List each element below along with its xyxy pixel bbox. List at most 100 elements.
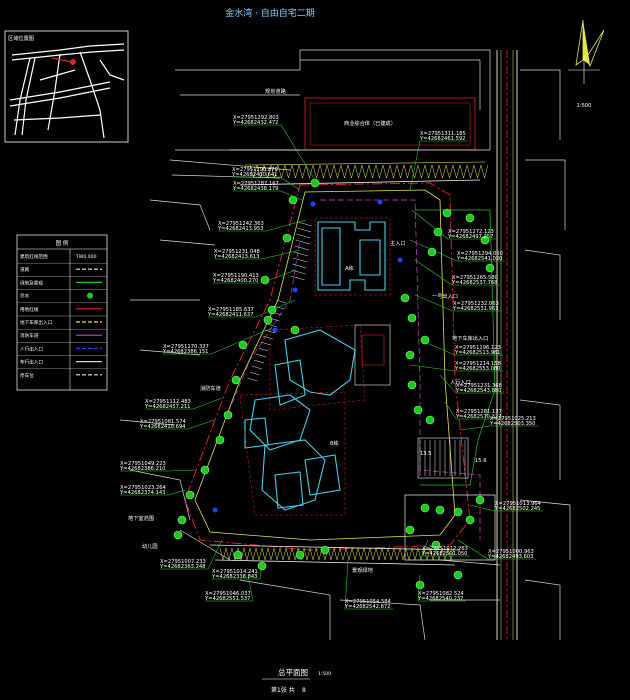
leader-line [259,561,263,580]
coordinate-x: X=27951311.185 [420,131,466,137]
location-map: 区域位置图 [4,30,129,143]
tree-icon [435,505,445,515]
location-marker-line [51,57,73,63]
building-b-label: B栋 [330,439,339,447]
legend-row-label: 建筑红线范围 [20,253,48,260]
top-road: 规划道路 [230,87,490,186]
coordinate-y: Y=42682540.237 [417,596,463,602]
coordinate-y: Y=42682551.537 [204,596,250,602]
coordinate-y: Y=42682374.143 [119,490,165,496]
tree-icon [200,465,210,475]
tree-icon [475,495,485,505]
coordinate-y: Y=42682497.257 [447,234,493,240]
tree-icon [415,580,425,590]
legend-row-sample: TW0.000 [75,254,97,260]
coordinate-x: X=27951112.483 [145,399,191,405]
coordinate-x: X=27951054.584 [345,599,392,605]
leader-line [260,269,297,284]
tree-icon [405,525,415,535]
coordinate-y: Y=42682413.613 [213,254,259,260]
tree-icon [465,515,475,525]
coordinate-x: X=27951242.363 [218,221,264,227]
coordinate-x: X=27951290.870 [232,167,278,173]
building-a-label: A栋 [345,264,354,272]
building-b [284,329,356,396]
coordinate-x: X=27951292.803 [233,115,279,121]
tree-symbols [173,178,495,590]
leader-line [457,539,489,560]
coordinate-y: Y=42682461.592 [419,136,465,142]
coordinate-y: Y=42682413.953 [217,226,263,232]
tree-icon [427,247,437,257]
tree-icon [405,350,415,360]
leader-line [417,574,421,602]
note-entrance-3: 人行入口 [450,378,471,386]
leader-line [409,239,458,262]
leader-line [210,327,273,355]
north-arrow: 1:500 [568,19,605,109]
tree-icon [263,315,273,325]
coordinate-x: X=27951214.158 [455,361,501,367]
leader-line [247,574,254,602]
garage-ramp [417,437,469,479]
location-map-frame [4,30,129,143]
leader-line [167,489,186,496]
coordinate-y: Y=42682502.245 [494,506,540,512]
coordinate-y: Y=42682541.030 [456,256,502,262]
legend-tree-swatch [87,292,93,299]
coordinate-x: X=27951231.368 [456,383,502,389]
note-entrance-2: 地下车库出入口 [452,334,488,342]
tree-icon [453,507,463,517]
coordinate-y: Y=42682363.248 [159,564,205,570]
leader-line [414,294,454,312]
leader-line [207,539,223,570]
drawing-title: 金水湾 · 自由自宅二期 [225,7,315,19]
existing-building-label: 商业综合体（已建成） [344,119,396,127]
tree-icon [431,540,441,550]
note-entrance-4: 消防车道 [200,384,221,392]
coordinate-x: X=27951013.964 [495,501,542,507]
landscape-boundary [415,209,496,486]
leader-line [444,401,457,420]
tree-icon [420,335,430,345]
page-number: 8 [302,687,306,694]
dimension-1: 13.5 [420,451,432,457]
existing-commercial-building: 商业综合体（已建成） [304,97,476,151]
page-label: 第1张 共 [271,686,295,694]
tree-icon [442,208,452,218]
tree-icon [173,530,183,540]
tree-icon [223,410,233,420]
coordinate-x: X=27951185.637 [208,307,254,313]
coordinate-y: Y=42682553.080 [454,366,500,372]
coordinate-y: Y=42682432.472 [232,120,278,126]
coordinate-x: X=27951007.233 [160,559,206,565]
tree-icon [185,490,195,500]
tree-icon [453,570,463,580]
tree-icon [177,515,187,525]
context-linework [119,49,571,641]
leader-line [265,219,307,232]
tree-icon [420,503,430,513]
tree-icon [233,550,243,560]
note-entrance-6: 幼儿园 [142,542,158,550]
tree-icon [310,178,320,188]
legend-row-label: 乔木 [20,293,30,300]
building-d [261,439,326,511]
tree-icon [465,213,475,223]
coordinate-y: Y=42682386.210 [119,466,165,472]
coordinate-x: X=27951046.037 [205,591,251,597]
legend-row-label: 人行出入口 [20,345,43,352]
fire-lane [320,199,481,540]
coordinate-y: Y=42682543.880 [455,388,501,394]
tree-icon [407,380,417,390]
north-arrow-scale: 1:500 [577,103,592,109]
tree-icon [215,435,225,445]
leader-lines [120,124,543,610]
coordinate-x: X=27951231.048 [214,249,260,255]
coordinate-y: Y=42682501.050 [421,551,467,557]
plan-title: 总平面图 [278,667,308,677]
coordinate-y: Y=42682430.641 [231,172,277,178]
leader-line [409,364,456,372]
coordinate-x: X=27951014.241 [212,569,258,575]
